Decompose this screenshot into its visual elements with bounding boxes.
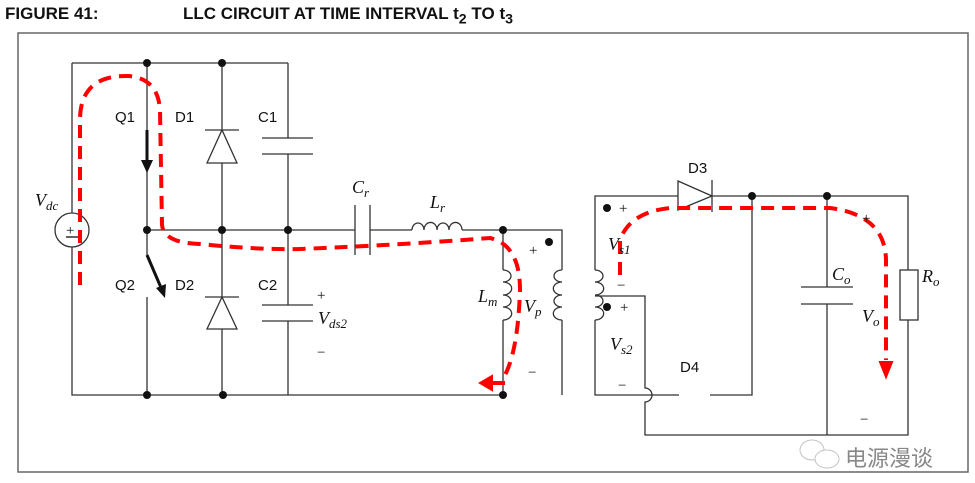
svg-text:+: + — [862, 211, 870, 227]
label-vs1: Vs1 — [608, 234, 631, 257]
svg-text:−: − — [860, 412, 868, 428]
label-d2: D2 — [175, 277, 194, 294]
label-d3: D3 — [688, 160, 707, 177]
junction-dots — [143, 59, 831, 399]
svg-text:−: − — [317, 345, 325, 361]
svg-text:+: + — [529, 243, 537, 259]
label-q2: Q2 — [115, 277, 135, 294]
svg-text:−: − — [618, 378, 626, 394]
vdc-source-icon — [54, 212, 90, 248]
lm-inductor — [502, 269, 513, 321]
q2-switch-icon — [145, 254, 164, 291]
label-lm: Lm — [477, 286, 497, 309]
label-cr: Cr — [352, 177, 370, 200]
co-capacitor-icon — [801, 286, 853, 305]
label-vs2: Vs2 — [610, 334, 633, 357]
label-lr: Lr — [429, 192, 446, 215]
figure-title: FIGURE 41: LLC CIRCUIT AT TIME INTERVAL … — [5, 4, 513, 27]
svg-text:−: − — [617, 278, 625, 294]
label-vp: Vp — [524, 296, 542, 319]
ro-resistor-icon — [899, 269, 919, 321]
figure-caption: LLC CIRCUIT AT TIME INTERVAL t2 TO t3 — [183, 4, 513, 28]
svg-text:+: + — [619, 201, 627, 217]
svg-text:+: + — [620, 300, 628, 316]
primary-winding — [552, 269, 563, 321]
label-vo: Vo — [862, 306, 880, 329]
label-q1: Q1 — [115, 109, 135, 126]
d2-diode-icon — [205, 295, 239, 330]
secondary-current-path — [618, 206, 888, 360]
label-co: Co — [832, 264, 851, 287]
label-c1: C1 — [258, 109, 277, 126]
lr-inductor — [411, 221, 463, 231]
secondary-wires — [594, 195, 919, 436]
label-c2: C2 — [258, 277, 277, 294]
secondary-winding — [594, 269, 605, 321]
d1-diode-icon — [205, 128, 239, 164]
label-vdc: Vdc — [35, 190, 59, 213]
vdc-plus: + — [66, 223, 74, 239]
figure-border — [17, 32, 969, 473]
cr-capacitor-icon — [354, 205, 371, 255]
c1-capacitor-icon — [262, 137, 313, 155]
label-d1: D1 — [175, 109, 194, 126]
svg-text:−: − — [528, 365, 536, 381]
primary-current-path — [78, 73, 523, 376]
svg-text:+: + — [317, 288, 325, 304]
wechat-logo-icon — [799, 439, 840, 469]
polarity-marks: + − + − + − + − + − — [317, 201, 870, 428]
watermark: 电源漫谈 — [845, 447, 933, 472]
label-ro: Ro — [921, 266, 940, 289]
label-d4: D4 — [680, 359, 699, 376]
label-vds2: Vds2 — [318, 308, 348, 331]
d3-diode-icon — [677, 180, 714, 212]
c2-capacitor-icon — [262, 304, 313, 322]
figure-number: FIGURE 41: — [5, 4, 99, 23]
